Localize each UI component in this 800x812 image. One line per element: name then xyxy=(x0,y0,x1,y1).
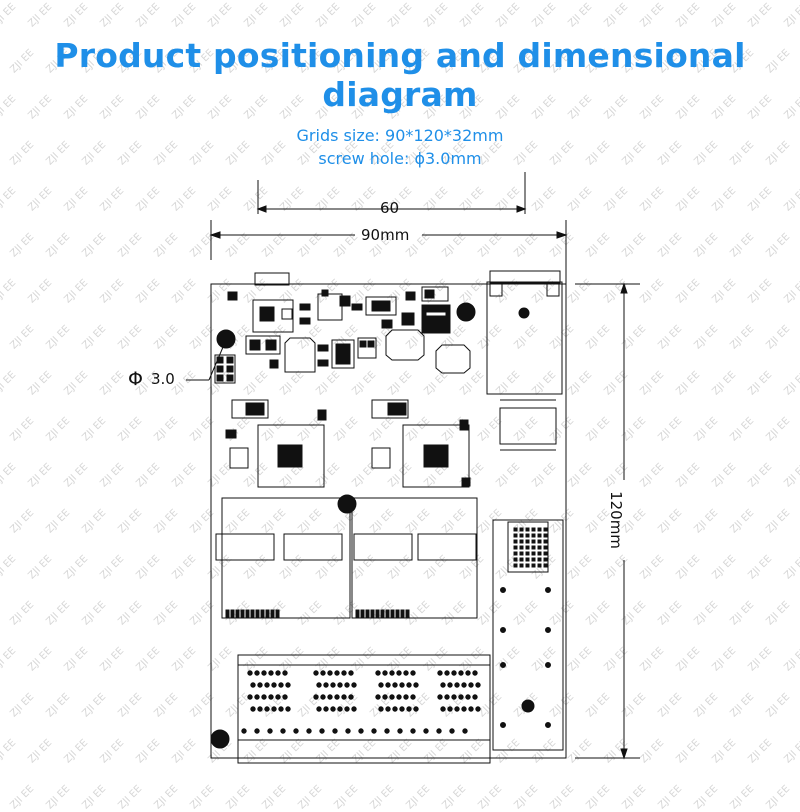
magnetics-module-left xyxy=(221,497,351,619)
grid-size-text: Grids size: 90*120*32mm xyxy=(296,126,504,145)
hole-spacing-dimension xyxy=(256,172,527,214)
magnetics-module-right xyxy=(351,497,478,619)
hole-diameter-label: 3.0 xyxy=(151,370,175,388)
width-label: 90mm xyxy=(361,226,409,244)
diameter-symbol: Φ xyxy=(128,368,143,390)
screw-hole-text: screw hole: ϕ3.0mm xyxy=(318,149,482,168)
mounting-hole-top-left xyxy=(216,329,236,349)
switch-chip-right xyxy=(402,424,470,488)
hole-spacing-label: 60 xyxy=(380,199,399,217)
height-label: 120mm xyxy=(607,491,625,549)
board-outline xyxy=(210,283,567,759)
mounting-hole-top-right xyxy=(456,302,476,322)
height-dimension xyxy=(575,282,640,760)
page-title: Product positioning and dimensional diag… xyxy=(54,36,746,114)
mounting-hole-bottom-left xyxy=(210,729,230,749)
sfp-cage xyxy=(492,519,564,751)
switch-chip-left xyxy=(257,424,325,488)
width-dimension xyxy=(209,220,568,286)
rj45-port-block xyxy=(237,654,491,764)
rj45-port-top xyxy=(486,281,563,395)
transformer-top xyxy=(499,407,557,445)
